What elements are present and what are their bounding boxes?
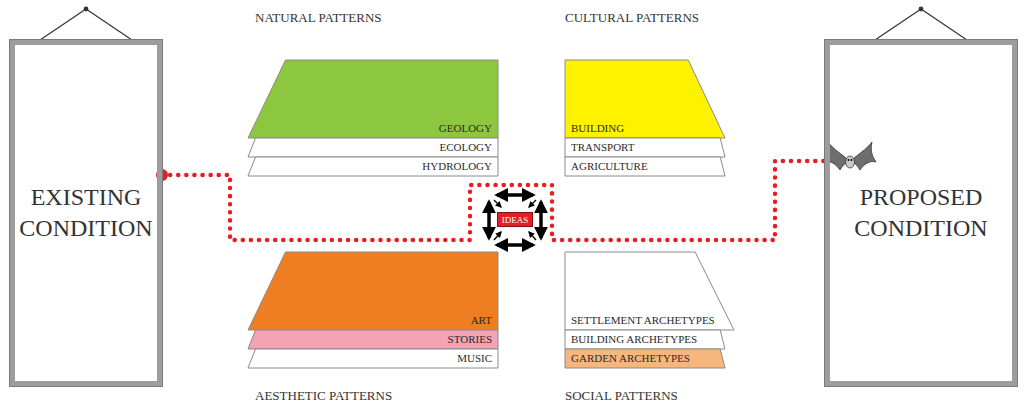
layer-name: MUSIC bbox=[457, 351, 492, 366]
layer-outline bbox=[248, 138, 498, 157]
layer-outline bbox=[565, 138, 725, 157]
hanger-wire bbox=[40, 9, 132, 40]
frame-hanger bbox=[875, 7, 967, 40]
layer-plate: GEOLOGY bbox=[248, 60, 498, 138]
layer-name: GARDEN ARCHETYPES bbox=[571, 351, 690, 366]
layer-plate: ART bbox=[248, 252, 498, 330]
frame-hanger bbox=[40, 7, 132, 40]
layer-name: BUILDING bbox=[571, 121, 624, 136]
layer-outline bbox=[565, 330, 725, 349]
ideas-text: IDEAS bbox=[502, 214, 529, 226]
double-arrow bbox=[539, 202, 543, 238]
layer-band: BUILDING ARCHETYPES bbox=[565, 330, 725, 349]
hanger-wire bbox=[875, 9, 967, 40]
layer-name: SETTLEMENT ARCHETYPES bbox=[571, 313, 715, 328]
layer-plate: SETTLEMENT ARCHETYPES bbox=[565, 252, 734, 330]
layer-outline bbox=[248, 157, 498, 176]
layer-band: STORIES bbox=[248, 330, 498, 349]
layer-name: HYDROLOGY bbox=[422, 159, 492, 174]
ideas-arrows bbox=[489, 195, 541, 245]
bat-body bbox=[846, 156, 855, 168]
small-arrow bbox=[529, 232, 536, 240]
picture-frame: PROPOSED CONDITION bbox=[825, 40, 1017, 386]
layer-outline bbox=[248, 330, 498, 349]
layer-band: GARDEN ARCHETYPES bbox=[565, 349, 725, 368]
layer-outline bbox=[248, 60, 498, 138]
picture-frame: EXISTING CONDITION bbox=[10, 40, 162, 386]
double-arrow bbox=[487, 202, 491, 238]
bat-icon bbox=[824, 142, 876, 170]
pattern-heading: SOCIAL PATTERNS bbox=[565, 388, 678, 404]
layer-outline bbox=[565, 157, 725, 176]
layer-outline bbox=[565, 349, 725, 368]
small-arrow bbox=[494, 200, 501, 207]
layer-name: TRANSPORT bbox=[571, 140, 635, 155]
bat-eye bbox=[851, 159, 853, 161]
ideas-pointers bbox=[494, 200, 536, 240]
layer-outline bbox=[565, 252, 734, 330]
ideas-box: IDEAS bbox=[497, 212, 533, 227]
layer-name: STORIES bbox=[448, 332, 492, 347]
layer-name: AGRICULTURE bbox=[571, 159, 648, 174]
layer-outline bbox=[248, 349, 498, 368]
double-arrow bbox=[497, 243, 533, 247]
bat-wing bbox=[852, 142, 876, 170]
layer-band: MUSIC bbox=[248, 349, 498, 368]
layer-band: HYDROLOGY bbox=[248, 157, 498, 176]
small-arrow bbox=[529, 200, 536, 207]
bat-eye bbox=[848, 159, 850, 161]
layer-outline bbox=[565, 60, 725, 138]
layer-outline bbox=[248, 252, 498, 330]
layer-band: TRANSPORT bbox=[565, 138, 725, 157]
layer-band: ECOLOGY bbox=[248, 138, 498, 157]
small-arrow bbox=[494, 232, 501, 240]
layer-name: ART bbox=[471, 313, 492, 328]
pattern-heading: NATURAL PATTERNS bbox=[255, 10, 382, 26]
double-arrow bbox=[497, 193, 533, 197]
layer-plate: BUILDING bbox=[565, 60, 725, 138]
condition-title: EXISTING CONDITION bbox=[19, 182, 152, 244]
condition-title: PROPOSED CONDITION bbox=[836, 182, 1006, 244]
layer-band: AGRICULTURE bbox=[565, 157, 725, 176]
hanger-nail bbox=[84, 7, 88, 11]
layer-name: ECOLOGY bbox=[439, 140, 492, 155]
pattern-heading: CULTURAL PATTERNS bbox=[565, 10, 699, 26]
pattern-heading: AESTHETIC PATTERNS bbox=[255, 388, 392, 404]
layer-name: BUILDING ARCHETYPES bbox=[571, 332, 697, 347]
hanger-nail bbox=[919, 7, 923, 11]
layer-shape bbox=[248, 252, 498, 330]
layer-name: GEOLOGY bbox=[439, 121, 492, 136]
